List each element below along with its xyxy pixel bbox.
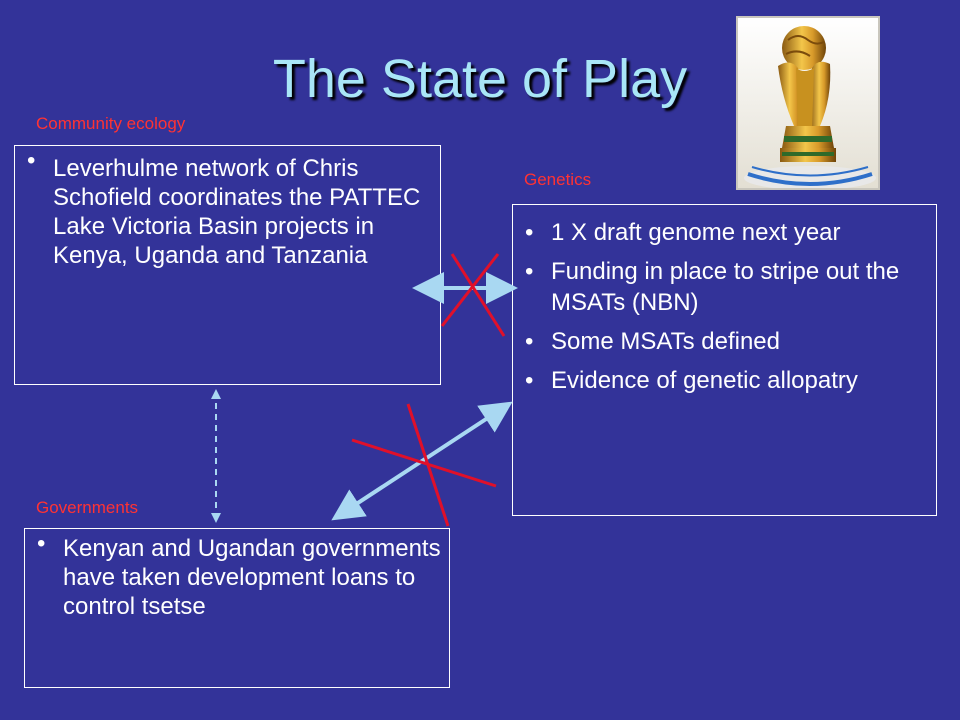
genetics-box: • 1 X draft genome next year • Funding i… xyxy=(512,204,937,516)
bullet-text: Kenyan and Ugandan governments have take… xyxy=(63,535,441,620)
bullet-glyph: • xyxy=(525,328,534,355)
trophy-image xyxy=(736,16,880,190)
bullet-glyph: • xyxy=(27,147,36,174)
cross-community-genetics xyxy=(440,253,506,337)
bullet-text: Leverhulme network of Chris Schofield co… xyxy=(53,155,421,269)
bullet-text: Some MSATs defined xyxy=(551,328,780,355)
slide-title: The State of Play xyxy=(272,49,688,109)
bullet-text: 1 X draft genome next year xyxy=(551,219,841,246)
governments-bullet-list: • Kenyan and Ugandan governments have ta… xyxy=(25,529,449,621)
label-governments: Governments xyxy=(36,498,139,517)
bullet-item: • Kenyan and Ugandan governments have ta… xyxy=(25,529,449,621)
governments-box: • Kenyan and Ugandan governments have ta… xyxy=(24,528,450,688)
bullet-item: • Evidence of genetic allopatry xyxy=(513,365,936,396)
label-community-ecology: Community ecology xyxy=(36,114,186,133)
bullet-glyph: • xyxy=(525,258,534,285)
genetics-bullet-list: • 1 X draft genome next year • Funding i… xyxy=(513,205,936,396)
label-genetics: Genetics xyxy=(524,170,592,189)
world-cup-trophy-icon xyxy=(738,18,878,190)
bullet-glyph: • xyxy=(37,530,46,557)
bullet-glyph: • xyxy=(525,367,534,394)
bullet-item: • Some MSATs defined xyxy=(513,326,936,357)
community-bullet-list: • Leverhulme network of Chris Schofield … xyxy=(15,146,440,270)
cross-governments-genetics xyxy=(351,403,497,527)
bullet-text: Evidence of genetic allopatry xyxy=(551,367,858,394)
bullet-item: • Leverhulme network of Chris Schofield … xyxy=(15,146,440,270)
bullet-item: • 1 X draft genome next year xyxy=(513,217,936,248)
bullet-text: Funding in place to stripe out the MSATs… xyxy=(551,258,900,316)
bullet-glyph: • xyxy=(525,219,534,246)
community-ecology-box: • Leverhulme network of Chris Schofield … xyxy=(14,145,441,385)
bullet-item: • Funding in place to stripe out the MSA… xyxy=(513,256,936,318)
